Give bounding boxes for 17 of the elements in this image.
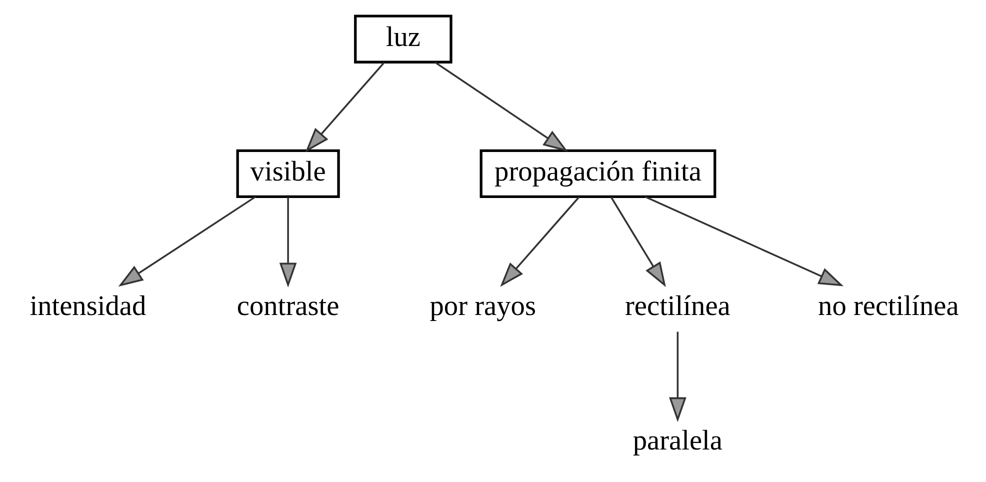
arrow	[500, 196, 580, 287]
node-text: no rectilínea	[818, 291, 958, 322]
node-text: intensidad	[29, 291, 146, 322]
node-box: luz	[354, 14, 452, 64]
arrow	[304, 62, 384, 152]
node-text: paralela	[632, 426, 722, 457]
node-text: por rayos	[429, 291, 536, 322]
node-text: contraste	[236, 291, 339, 322]
arrow	[644, 196, 844, 286]
node-text: rectilínea	[624, 291, 730, 322]
node-box: visible	[236, 149, 340, 198]
arrow	[118, 196, 256, 287]
arrow	[668, 332, 686, 422]
node-box: propagación finita	[479, 149, 716, 198]
arrow	[434, 62, 568, 152]
arrow	[278, 197, 296, 288]
arrow	[610, 196, 666, 288]
